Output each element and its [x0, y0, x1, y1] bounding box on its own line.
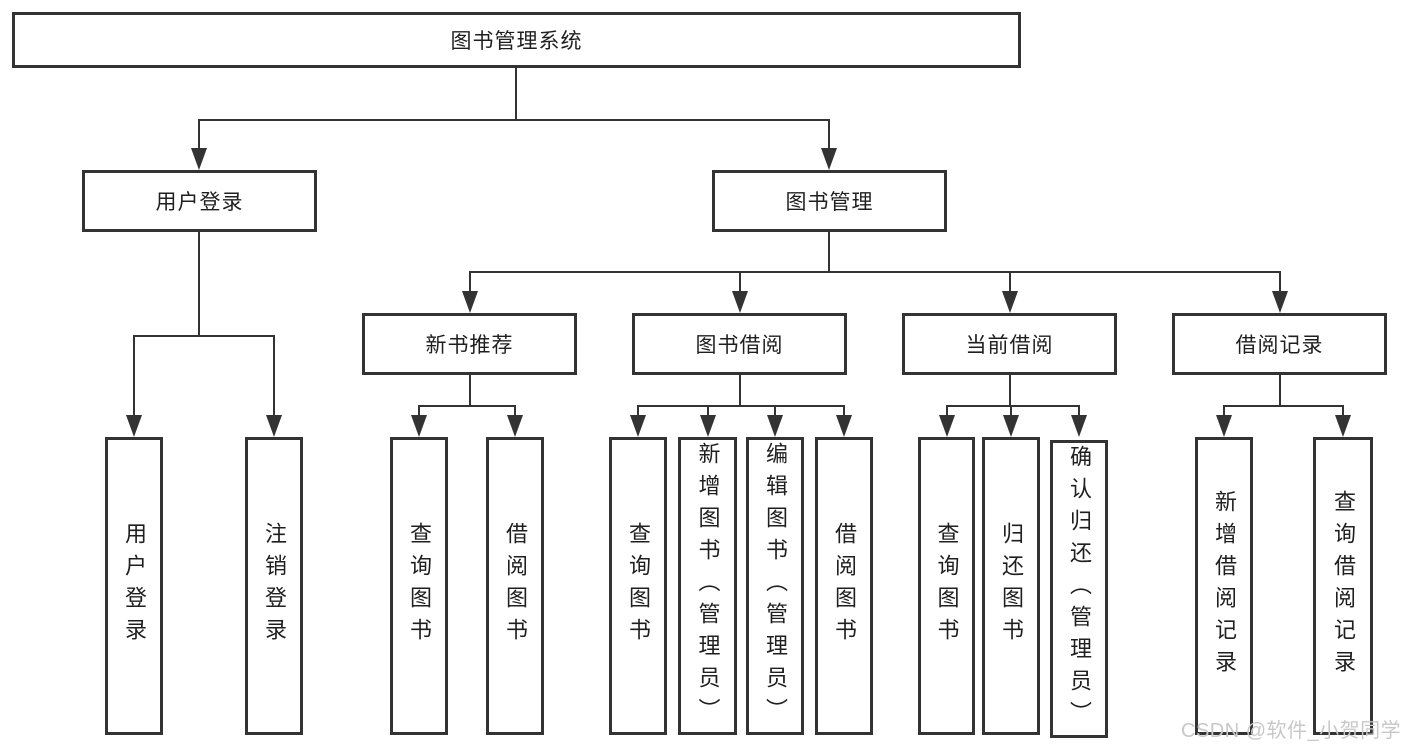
connector-line	[418, 405, 420, 417]
connector-arrowhead	[1002, 291, 1018, 313]
connector-line	[707, 405, 709, 417]
connector-arrowhead	[411, 415, 427, 437]
connector-line	[1009, 375, 1011, 407]
connector-line	[637, 405, 845, 407]
leaf-label: 编辑图书（管理员）	[763, 442, 788, 730]
leaf-query-books: 查询图书	[609, 437, 667, 735]
connector-line	[637, 405, 639, 417]
connector-line	[469, 271, 471, 293]
leaf-label: 新增借阅记录	[1212, 490, 1237, 682]
node-book-management-branch: 图书管理	[712, 170, 947, 232]
connector-line	[1223, 405, 1225, 417]
connector-line	[133, 335, 135, 415]
connector-line	[1078, 405, 1080, 417]
connector-line	[1342, 405, 1344, 417]
leaf-add-borrow-record: 新增借阅记录	[1195, 437, 1253, 735]
node-borrowing-records: 借阅记录	[1172, 313, 1387, 375]
connector-arrowhead	[191, 148, 207, 170]
node-user-login-branch: 用户登录	[82, 170, 317, 232]
leaf-label: 借阅图书	[832, 522, 857, 650]
leaf-logout: 注销登录	[245, 437, 303, 735]
connector-arrowhead	[462, 291, 478, 313]
node-current-borrowing: 当前借阅	[902, 313, 1117, 375]
leaf-borrow-books: 借阅图书	[486, 437, 544, 735]
connector-line	[1010, 405, 1012, 417]
connector-line	[946, 405, 1080, 407]
connector-arrowhead	[507, 415, 523, 437]
connector-line	[739, 271, 741, 293]
connector-line	[198, 232, 200, 336]
connector-arrowhead	[939, 415, 955, 437]
leaf-query-books: 查询图书	[918, 437, 975, 735]
connector-arrowhead	[700, 415, 716, 437]
connector-arrowhead	[1272, 291, 1288, 313]
leaf-confirm-return-admin: 确认归还（管理员）	[1050, 440, 1108, 738]
leaf-label: 查询借阅记录	[1331, 490, 1356, 682]
leaf-label: 注销登录	[262, 522, 287, 650]
connector-line	[198, 119, 830, 121]
connector-arrowhead	[1335, 415, 1351, 437]
connector-line	[1223, 405, 1344, 407]
connector-line	[774, 405, 776, 417]
leaf-label: 新增图书（管理员）	[695, 442, 721, 730]
leaf-borrow-books: 借阅图书	[815, 437, 873, 735]
connector-arrowhead	[821, 148, 837, 170]
connector-line	[198, 119, 200, 150]
leaf-label: 借阅图书	[503, 522, 528, 650]
connector-line	[828, 119, 830, 150]
connector-line	[418, 405, 516, 407]
connector-line	[946, 405, 948, 417]
connector-arrowhead	[1003, 415, 1019, 437]
leaf-return-books: 归还图书	[982, 437, 1040, 735]
node-root: 图书管理系统	[12, 12, 1021, 68]
connector-arrowhead	[1071, 415, 1087, 437]
connector-line	[469, 271, 1281, 273]
connector-arrowhead	[630, 415, 646, 437]
node-new-book-recommendation: 新书推荐	[362, 313, 577, 375]
connector-arrowhead	[767, 415, 783, 437]
connector-arrowhead	[126, 415, 142, 437]
connector-line	[469, 375, 471, 407]
node-book-borrowing: 图书借阅	[632, 313, 847, 375]
leaf-query-borrow-record: 查询借阅记录	[1313, 437, 1373, 735]
connector-line	[273, 335, 275, 415]
leaf-label: 确认归还（管理员）	[1067, 445, 1092, 733]
connector-line	[1009, 271, 1011, 293]
connector-line	[843, 405, 845, 417]
leaf-user-login: 用户登录	[105, 437, 163, 735]
connector-arrowhead	[732, 291, 748, 313]
connector-line	[739, 375, 741, 407]
leaf-add-books-admin: 新增图书（管理员）	[678, 437, 737, 735]
leaf-label: 查询图书	[407, 522, 432, 650]
csdn-watermark: CSDN @软件_小贺同学	[1181, 720, 1402, 742]
connector-arrowhead	[266, 415, 282, 437]
leaf-query-books: 查询图书	[390, 437, 448, 735]
leaf-edit-books-admin: 编辑图书（管理员）	[746, 437, 804, 735]
connector-arrowhead	[1216, 415, 1232, 437]
connector-line	[133, 335, 275, 337]
connector-line	[1279, 271, 1281, 293]
leaf-label: 归还图书	[999, 522, 1024, 650]
connector-line	[514, 405, 516, 417]
connector-line	[828, 232, 830, 273]
leaf-label: 用户登录	[122, 522, 147, 650]
leaf-label: 查询图书	[626, 522, 651, 650]
connector-line	[515, 68, 517, 121]
leaf-label: 查询图书	[934, 522, 960, 650]
connector-line	[1279, 375, 1281, 407]
connector-arrowhead	[836, 415, 852, 437]
